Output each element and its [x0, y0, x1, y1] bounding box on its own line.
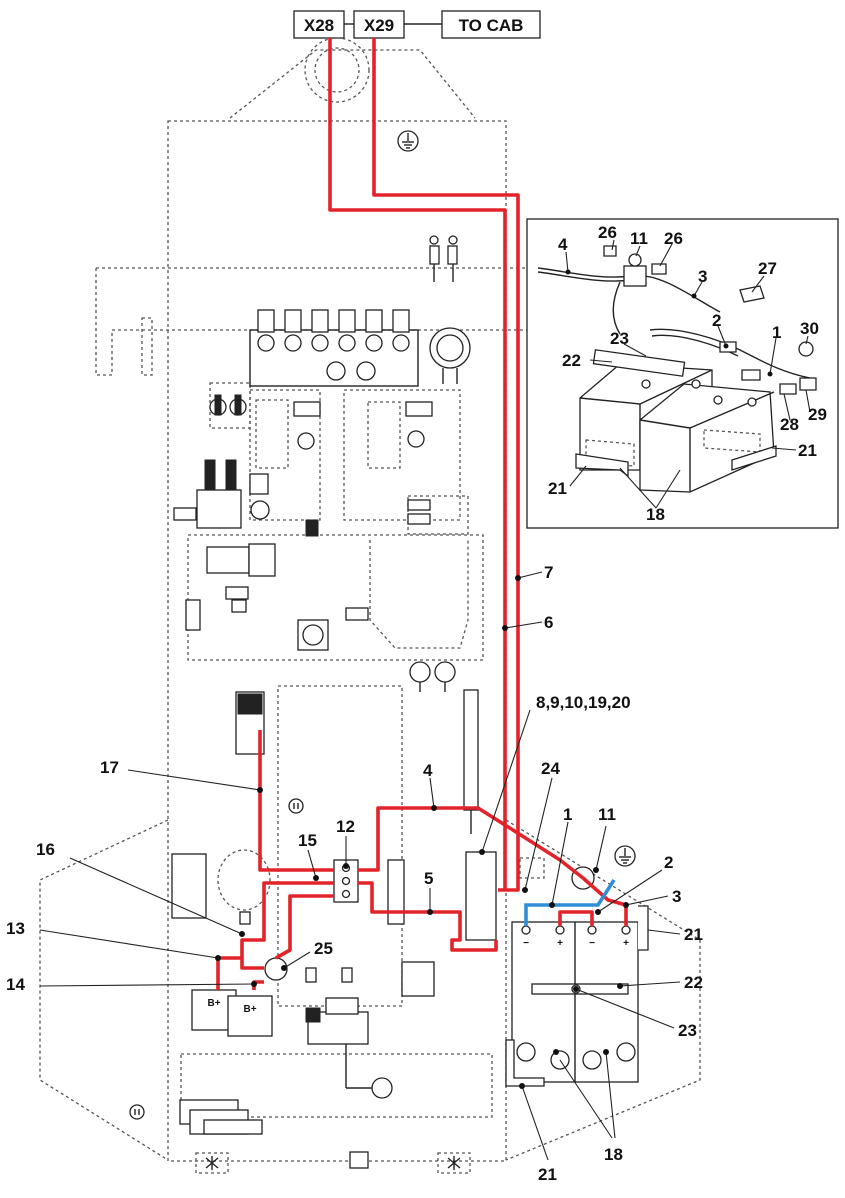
inset-callout-4: 4	[558, 235, 568, 254]
callout-3: 3	[672, 887, 681, 906]
beacon-icon	[195, 1151, 471, 1174]
callout-12: 12	[336, 817, 355, 836]
leader-lines	[39, 571, 681, 1161]
callout-23: 23	[678, 1021, 697, 1040]
battery-minus-1: −	[523, 938, 529, 949]
left-components	[171, 849, 271, 1135]
callout-24: 24	[541, 759, 560, 778]
callout-5: 5	[424, 869, 433, 888]
bplus-label-2: B+	[243, 1004, 256, 1015]
callout-13: 13	[6, 919, 25, 938]
battery-plus-1: +	[557, 938, 563, 949]
battery-plus-2: +	[623, 938, 629, 949]
battery-pack: − + − +	[505, 905, 649, 1087]
inset-callout-11: 11	[630, 229, 648, 248]
callout-22: 22	[684, 973, 703, 992]
inset-callout-28: 28	[780, 415, 799, 434]
ground-icon	[397, 130, 419, 152]
inset-callout-3: 3	[698, 267, 707, 286]
sensor-cluster	[173, 394, 469, 537]
callout-18: 18	[604, 1145, 623, 1164]
callout-16: 16	[36, 840, 55, 859]
warning-light-icon	[129, 798, 304, 1120]
callout-7: 7	[544, 563, 553, 582]
inset-callout-27: 27	[758, 259, 777, 278]
inset-leaders	[565, 239, 811, 509]
inset-callout-30: 30	[800, 319, 819, 338]
callout-21-a: 21	[684, 925, 703, 944]
battery-icon: B+ B+	[191, 989, 273, 1037]
callout-2: 2	[664, 853, 673, 872]
inset-callout-22: 22	[562, 351, 581, 370]
connector-x28-label: X28	[304, 16, 334, 35]
callout-25: 25	[314, 939, 333, 958]
inset-callouts: 4 26 11 26 27 3 2 1 30 23 22 28 29 21 21…	[548, 223, 827, 524]
inset-callout-23: 23	[610, 329, 629, 348]
inset-callout-29: 29	[808, 405, 827, 424]
inset-callout-21-a: 21	[798, 441, 817, 460]
control-components	[185, 543, 456, 692]
main-callouts: 7 6 8,9,10,19,20 17 4 24 1 11 2 3 21 16 …	[6, 563, 703, 1184]
callout-14: 14	[6, 975, 25, 994]
fuse-icon	[429, 235, 458, 282]
inset-callout-18: 18	[646, 505, 665, 524]
callout-8-9-10-19-20: 8,9,10,19,20	[536, 693, 631, 712]
callout-15: 15	[298, 831, 317, 850]
callout-17: 17	[100, 758, 119, 777]
connector-x28: X28	[293, 10, 345, 39]
connector-x29-label: X29	[364, 16, 394, 35]
callout-11: 11	[598, 805, 616, 824]
to-cab-box: TO CAB	[441, 10, 541, 39]
inset-callout-26-a: 26	[598, 223, 617, 242]
bplus-label-1: B+	[207, 998, 220, 1009]
callout-21-b: 21	[538, 1165, 557, 1184]
inset-callout-1: 1	[772, 323, 781, 342]
inset-callout-2: 2	[712, 311, 721, 330]
connector-x29: X29	[353, 10, 405, 39]
to-cab-label: TO CAB	[459, 16, 524, 35]
harness-connector	[387, 689, 479, 997]
battery-minus-2: −	[589, 938, 595, 949]
fuse-holder	[465, 851, 497, 941]
callout-1: 1	[563, 805, 572, 824]
positive-cables	[216, 38, 628, 990]
callout-6: 6	[544, 613, 553, 632]
inset-detail	[526, 218, 839, 529]
relay-bank	[249, 309, 471, 387]
callout-4: 4	[423, 761, 433, 780]
inset-callout-21-b: 21	[548, 479, 567, 498]
starter-motor	[305, 967, 393, 1099]
negative-cable	[524, 879, 616, 926]
ground-icon-battery	[614, 845, 636, 867]
inset-callout-26-b: 26	[664, 229, 683, 248]
